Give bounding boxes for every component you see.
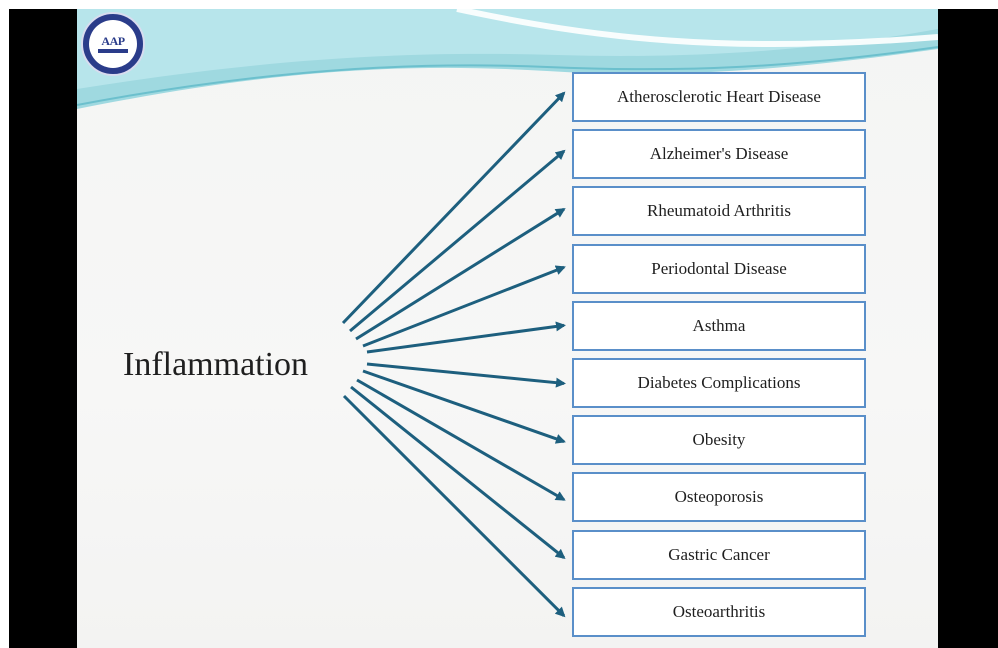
left-letterbox [9, 9, 77, 648]
header-wave-decoration [77, 9, 938, 109]
target-box: Atherosclerotic Heart Disease [572, 72, 866, 122]
arrow [342, 394, 566, 618]
target-box: Osteoarthritis [572, 586, 866, 637]
aap-logo: AAP [81, 12, 145, 76]
target-box: Osteoporosis [572, 472, 866, 523]
target-box: Gastric Cancer [572, 529, 866, 580]
arrow [362, 369, 566, 444]
arrows-layer [341, 91, 566, 618]
target-box: Alzheimer's Disease [572, 129, 866, 180]
slide: AAP Inflammation Atherosclerotic Heart D… [77, 9, 938, 648]
target-box: Diabetes Complications [572, 358, 866, 408]
target-box: Periodontal Disease [572, 243, 866, 294]
arrow [362, 265, 566, 348]
arrow [366, 321, 566, 354]
logo-bar [98, 49, 128, 53]
aap-logo-inner: AAP [89, 20, 137, 68]
arrow [350, 385, 566, 559]
arrow [355, 207, 566, 341]
right-letterbox [938, 9, 998, 648]
arrow [366, 362, 566, 388]
logo-text: AAP [101, 34, 125, 48]
target-box: Rheumatoid Arthritis [572, 186, 866, 237]
target-box: Asthma [572, 300, 866, 351]
source-node-inflammation: Inflammation [123, 346, 309, 383]
arrow [349, 149, 566, 333]
arrow [356, 378, 566, 501]
target-box: Obesity [572, 415, 866, 466]
top-border [9, 0, 998, 9]
arrow [341, 91, 566, 325]
